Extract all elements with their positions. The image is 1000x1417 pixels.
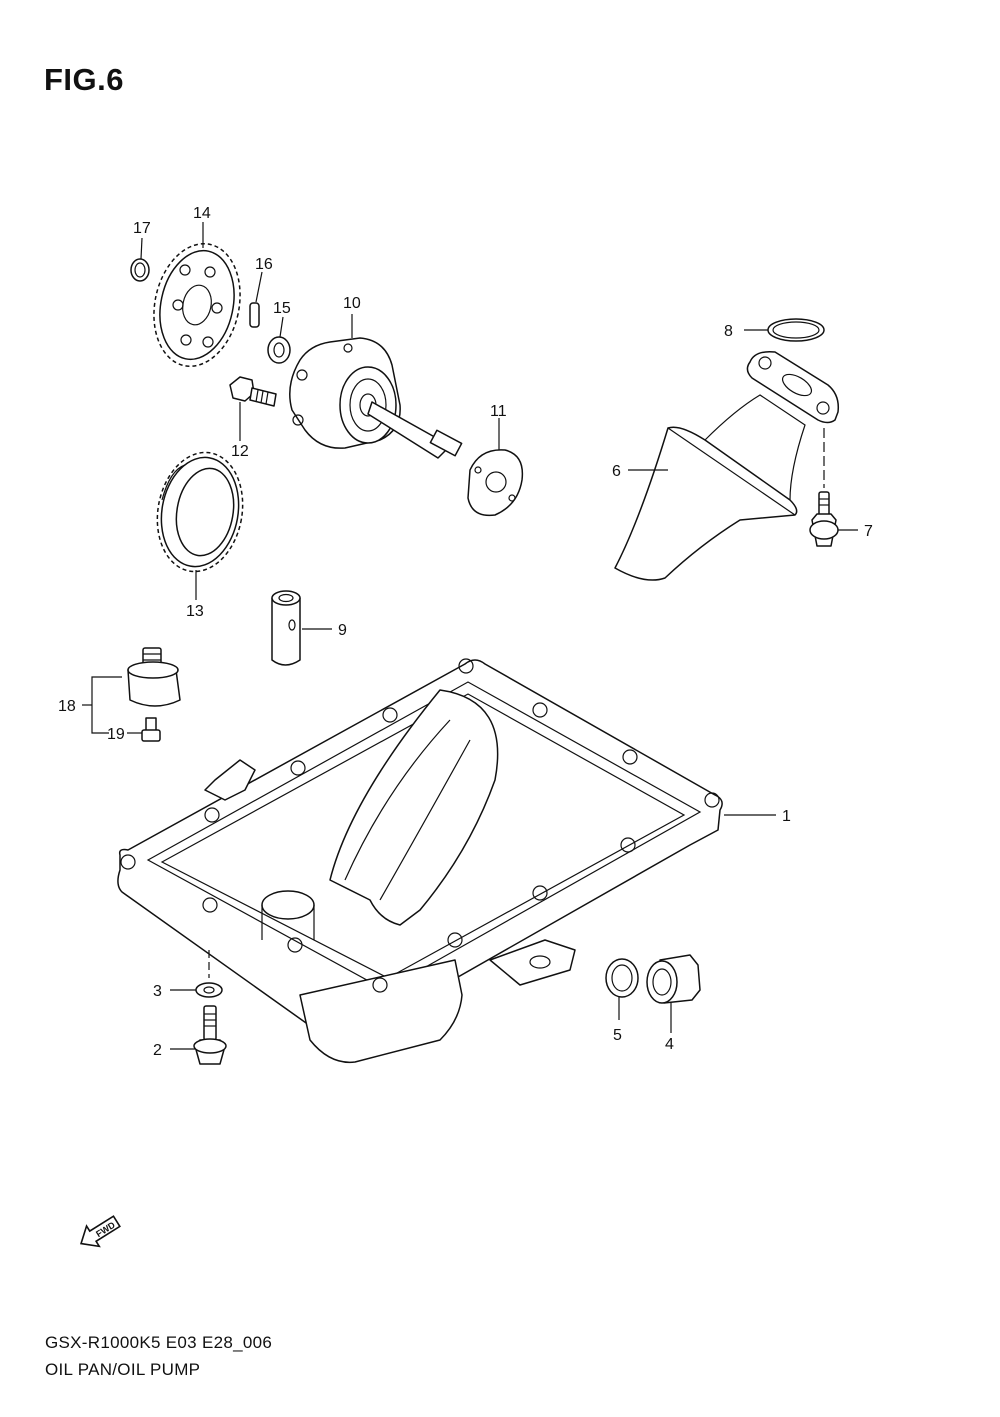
fwd-arrow-icon: FWD <box>79 1215 121 1248</box>
callout-7: 7 <box>864 523 873 540</box>
switch-bolt-part[interactable] <box>141 717 161 742</box>
callout-19: 19 <box>107 726 125 743</box>
gasket-part[interactable] <box>467 449 524 517</box>
oil-pump-driven-gear-part[interactable] <box>143 236 251 375</box>
model-code: GSX-R1000K5 E03 E28_006 <box>45 1333 273 1352</box>
callout-9: 9 <box>338 622 347 639</box>
drain-plug-part[interactable] <box>646 954 701 1004</box>
oil-pump-drive-gear-part[interactable] <box>148 446 252 579</box>
callout-14: 14 <box>193 205 211 222</box>
callout-11: 11 <box>490 403 507 420</box>
callout-1: 1 <box>782 808 791 825</box>
o-ring-part[interactable] <box>767 318 825 342</box>
callout-5: 5 <box>613 1027 622 1044</box>
callout-4: 4 <box>665 1036 674 1053</box>
callout-6: 6 <box>612 463 621 480</box>
oil-pump-part[interactable] <box>289 337 463 459</box>
oil-pan-part[interactable] <box>117 658 723 1064</box>
callout-8: 8 <box>724 323 733 340</box>
callout-17: 17 <box>133 220 151 237</box>
callout-15: 15 <box>273 300 291 317</box>
dowel-pipe-part[interactable] <box>271 590 301 666</box>
callout-3: 3 <box>153 983 162 1000</box>
callout-2: 2 <box>153 1042 162 1059</box>
oil-pan-washer-part[interactable] <box>195 982 223 998</box>
figure-title: FIG.6 <box>44 62 125 97</box>
callout-10: 10 <box>343 295 361 312</box>
figure-name: OIL PAN/OIL PUMP <box>45 1360 201 1379</box>
oil-pressure-switch-part[interactable] <box>127 647 181 707</box>
callout-13: 13 <box>186 603 204 620</box>
callout-18: 18 <box>58 698 76 715</box>
washer-part[interactable] <box>267 336 291 364</box>
circlip-part[interactable] <box>130 258 150 282</box>
oil-pan-bolt-part[interactable] <box>193 1005 227 1065</box>
callout-12: 12 <box>231 443 249 460</box>
strainer-bolt-part[interactable] <box>809 491 839 547</box>
callout-16: 16 <box>255 256 273 273</box>
bolt-part[interactable] <box>229 376 277 407</box>
pin-part[interactable] <box>249 302 260 328</box>
drain-gasket-part[interactable] <box>605 958 639 998</box>
oil-strainer-part[interactable] <box>614 350 840 581</box>
